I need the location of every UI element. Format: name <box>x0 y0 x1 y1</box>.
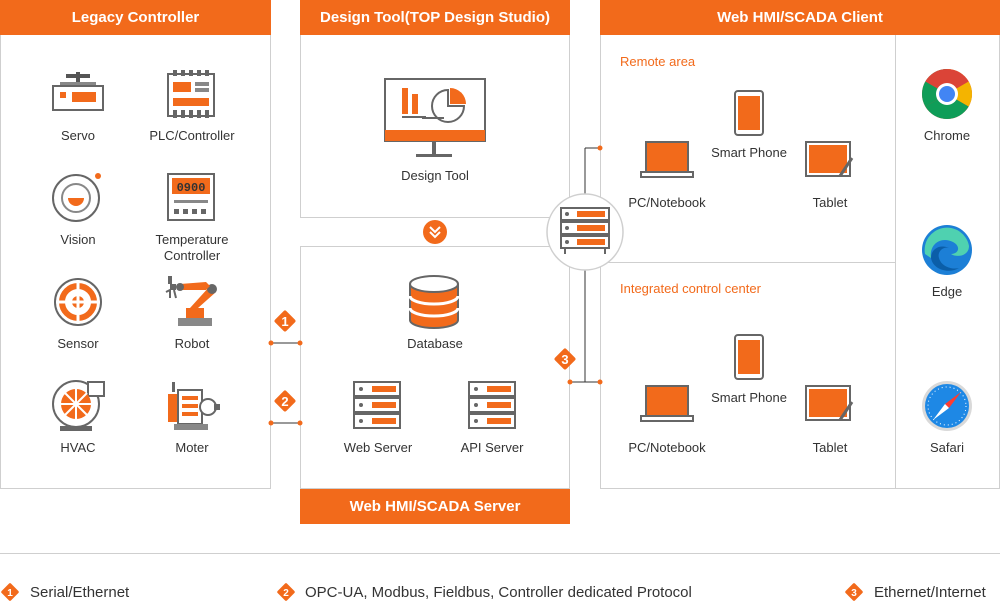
marker-2: 2 <box>273 389 297 413</box>
tablet-icon <box>804 384 856 426</box>
motor-icon <box>164 380 220 432</box>
legend-serial-ethernet: Serial/Ethernet <box>30 584 130 601</box>
scada-client-title: Web HMI/SCADA Client <box>600 0 1000 35</box>
legend-marker-1: 1 <box>0 582 20 602</box>
chevron-down-icon <box>423 220 447 244</box>
robot-label: Robot <box>174 336 210 351</box>
tablet-icon <box>804 140 856 182</box>
api-server-label: API Server <box>460 440 524 455</box>
legend-ethernet-internet: Ethernet/Internet <box>874 584 986 601</box>
vision-icon <box>50 172 104 224</box>
remote-area-label: Remote area <box>620 54 696 69</box>
legend-marker-2-text: 2 <box>283 588 289 599</box>
client-area-divider <box>600 262 895 263</box>
smartphone-icon <box>733 333 765 381</box>
marker-2-text: 2 <box>281 394 288 409</box>
marker-3-text: 3 <box>561 352 568 367</box>
robot-icon <box>160 274 220 328</box>
api-server-icon <box>467 380 517 432</box>
legacy-controller-title: Legacy Controller <box>0 0 271 35</box>
legend-marker-3: 3 <box>844 582 864 602</box>
design-monitor-icon <box>384 78 488 160</box>
moter-label: Moter <box>175 440 209 455</box>
scada-server-title: Web HMI/SCADA Server <box>300 489 570 524</box>
integrated-control-center-label: Integrated control center <box>620 281 761 296</box>
legend-marker-1-text: 1 <box>7 588 13 599</box>
servo-icon <box>50 70 106 114</box>
legend-marker-2: 2 <box>276 582 296 602</box>
hvac-icon <box>50 378 106 432</box>
remote-notebook-label: PC/Notebook <box>628 195 706 210</box>
safari-icon <box>921 380 973 432</box>
temp-display-text: 0900 <box>177 181 206 195</box>
legend-marker-3-text: 3 <box>851 588 857 599</box>
edge-label: Edge <box>931 284 963 299</box>
notebook-icon <box>640 384 694 426</box>
sensor-icon <box>52 276 104 328</box>
plc-controller-icon <box>165 68 217 120</box>
client-browser-divider <box>895 35 896 489</box>
legend-protocols: OPC-UA, Modbus, Fieldbus, Controller ded… <box>305 584 692 601</box>
remote-phone-label: Smart Phone <box>711 145 787 160</box>
chrome-label: Chrome <box>923 128 971 143</box>
legend-divider <box>0 553 1000 554</box>
chrome-icon <box>921 68 973 120</box>
temperature-controller-label: Temperature Controller <box>132 232 252 264</box>
web-server-icon <box>352 380 402 432</box>
center-tablet-label: Tablet <box>812 440 848 455</box>
design-tool-label: Design Tool <box>401 168 469 183</box>
servo-label: Servo <box>61 128 95 143</box>
web-server-label: Web Server <box>343 440 413 455</box>
edge-icon <box>921 224 973 276</box>
database-icon <box>408 274 460 330</box>
temp-label-line2: Controller <box>163 248 221 263</box>
safari-label: Safari <box>930 440 964 455</box>
temperature-controller-icon: 0900 <box>166 172 216 222</box>
marker-1: 1 <box>273 309 297 333</box>
remote-tablet-label: Tablet <box>812 195 848 210</box>
design-tool-title: Design Tool(TOP Design Studio) <box>300 0 570 35</box>
marker-3: 3 <box>553 347 577 371</box>
legacy-controller-panel <box>0 0 271 489</box>
center-notebook-label: PC/Notebook <box>628 440 706 455</box>
vision-label: Vision <box>60 232 96 247</box>
hvac-label: HVAC <box>60 440 96 455</box>
database-label: Database <box>407 336 463 351</box>
sensor-label: Sensor <box>57 336 99 351</box>
plc-controller-label: PLC/Controller <box>149 128 235 143</box>
marker-1-text: 1 <box>281 314 288 329</box>
notebook-icon <box>640 140 694 182</box>
temp-label-line1: Temperature <box>155 232 229 247</box>
center-phone-label: Smart Phone <box>711 390 787 405</box>
smartphone-icon <box>733 89 765 137</box>
network-hub-icon <box>545 192 625 272</box>
